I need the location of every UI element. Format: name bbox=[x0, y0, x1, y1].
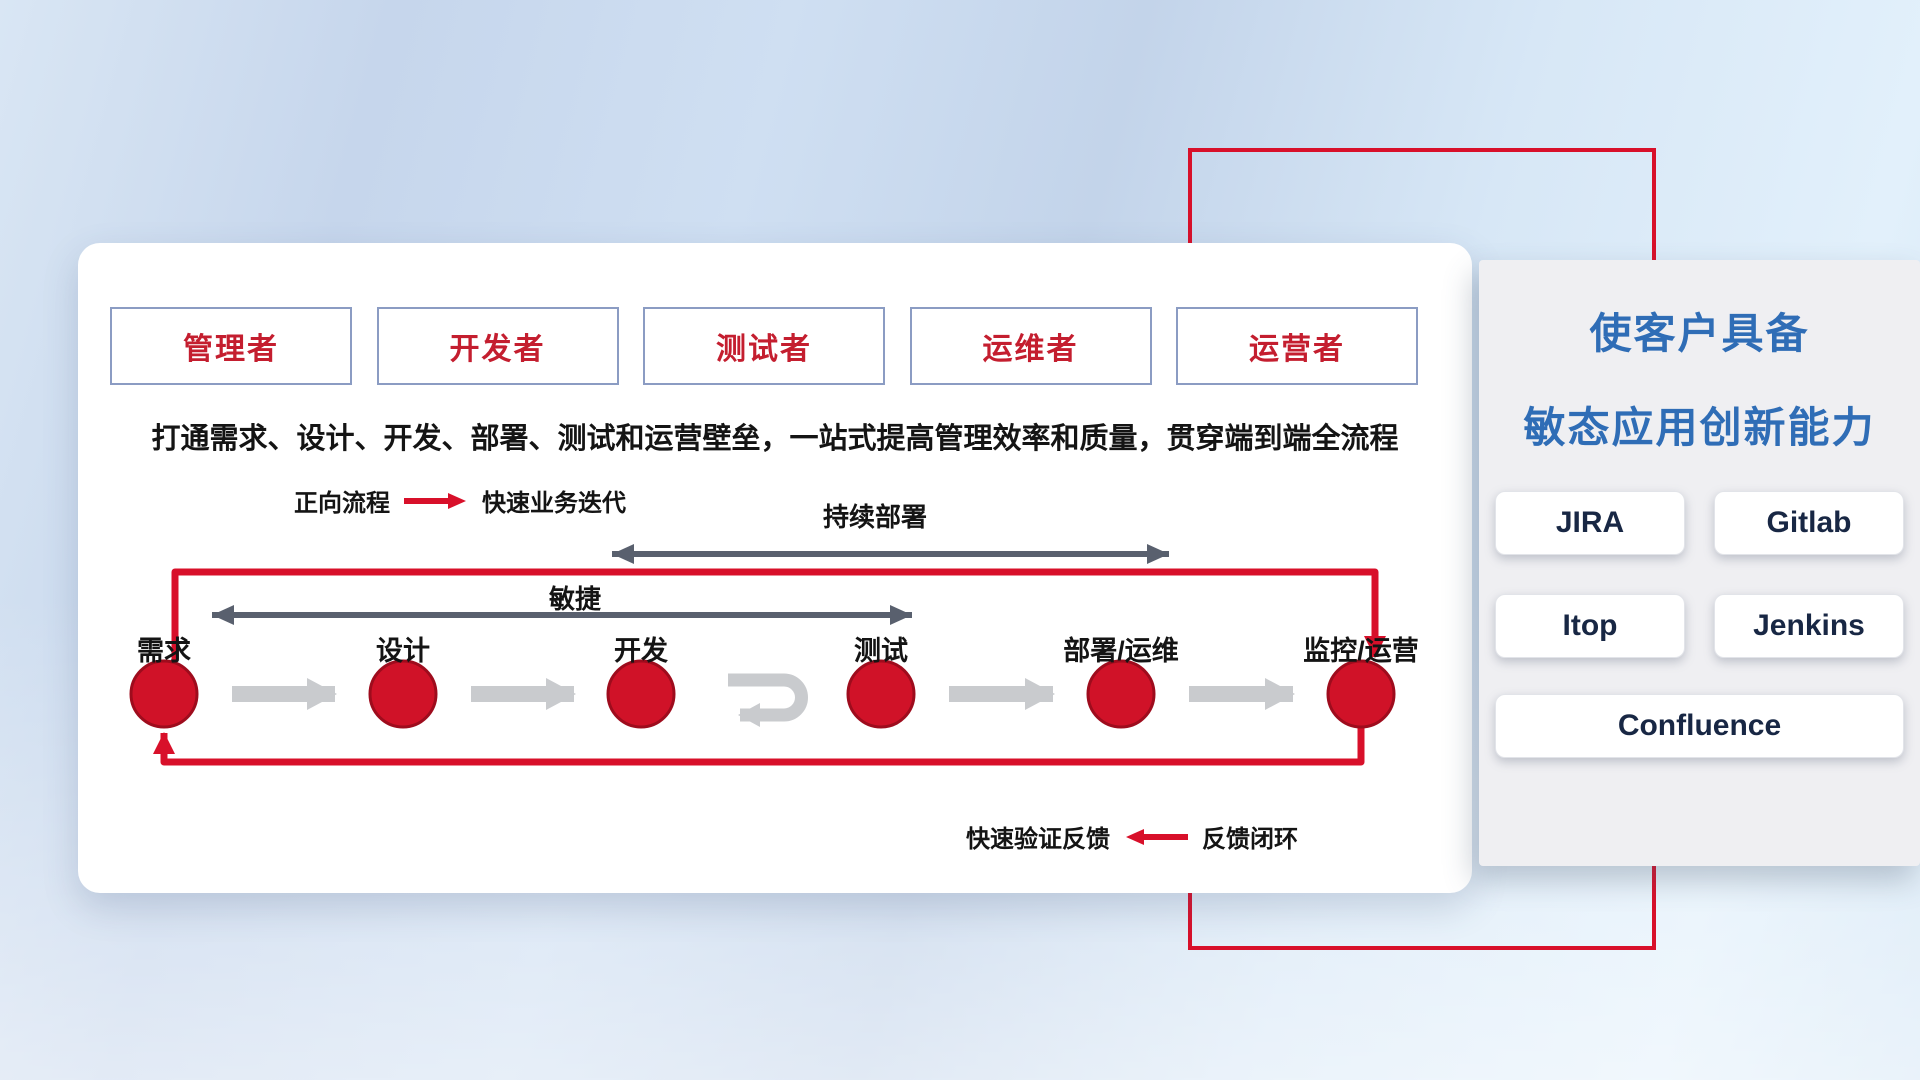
stage-node-monitor-operate bbox=[1326, 659, 1396, 729]
forward-legend: 正向流程 快速业务迭代 bbox=[294, 483, 626, 518]
roles-row: 管理者 开发者 测试者 运维者 运营者 bbox=[110, 307, 1418, 385]
iteration-loop-icon bbox=[728, 673, 808, 727]
tool-badge-itop: Itop bbox=[1495, 594, 1685, 658]
tool-badge-jira: JIRA bbox=[1495, 491, 1685, 555]
side-panel-title-line1: 使客户具备 bbox=[1589, 310, 1810, 357]
devops-flow-panel: 管理者 开发者 测试者 运维者 运营者 打通需求、设计、开发、部署、测试和运营壁… bbox=[78, 243, 1472, 893]
stage-label-monitor-operate: 监控/运营 bbox=[1303, 636, 1419, 666]
right-arrow-icon bbox=[404, 492, 466, 509]
stage-label-test: 测试 bbox=[854, 636, 908, 666]
feedback-legend-term: 快速验证反馈 bbox=[966, 826, 1110, 853]
capability-side-panel: 使客户具备 敏态应用创新能力 JIRA Gitlab Itop Jenkins … bbox=[1479, 260, 1920, 866]
stage-node-develop bbox=[606, 659, 676, 729]
feedback-legend-meaning: 反馈闭环 bbox=[1202, 826, 1298, 853]
left-arrow-icon bbox=[1126, 828, 1188, 845]
feedback-legend: 快速验证反馈 反馈闭环 bbox=[966, 819, 1298, 854]
stage-node-design bbox=[368, 659, 438, 729]
stage-node-deploy-ops bbox=[1086, 659, 1156, 729]
flow-diagram-svg bbox=[129, 544, 1396, 766]
stage-label-requirements: 需求 bbox=[137, 636, 191, 666]
tool-badge-gitlab: Gitlab bbox=[1714, 491, 1904, 555]
role-box-operator: 运营者 bbox=[1176, 307, 1418, 385]
side-panel-title-line2: 敏态应用创新能力 bbox=[1523, 404, 1876, 451]
tool-badge-jenkins: Jenkins bbox=[1714, 594, 1904, 658]
stage-node-test bbox=[846, 659, 916, 729]
tool-badge-confluence: Confluence bbox=[1495, 694, 1904, 758]
role-box-ops: 运维者 bbox=[909, 307, 1152, 385]
role-box-tester: 测试者 bbox=[643, 307, 885, 385]
feedback-loop-arrow bbox=[153, 727, 1365, 766]
forward-legend-term: 正向流程 bbox=[294, 490, 390, 517]
role-box-manager: 管理者 bbox=[110, 307, 352, 385]
stage-node-requirements bbox=[129, 659, 199, 729]
stage-label-design: 设计 bbox=[376, 636, 430, 666]
forward-loop-arrow bbox=[171, 568, 1386, 661]
forward-legend-meaning: 快速业务迭代 bbox=[482, 490, 626, 517]
stage-label-develop: 开发 bbox=[614, 636, 668, 666]
panel-description: 打通需求、设计、开发、部署、测试和运营壁垒，一站式提高管理效率和质量，贯穿端到端… bbox=[151, 423, 1399, 455]
continuous-deploy-label: 持续部署 bbox=[822, 502, 927, 532]
role-box-developer: 开发者 bbox=[376, 307, 619, 385]
stage-label-deploy-ops: 部署/运维 bbox=[1063, 636, 1179, 666]
